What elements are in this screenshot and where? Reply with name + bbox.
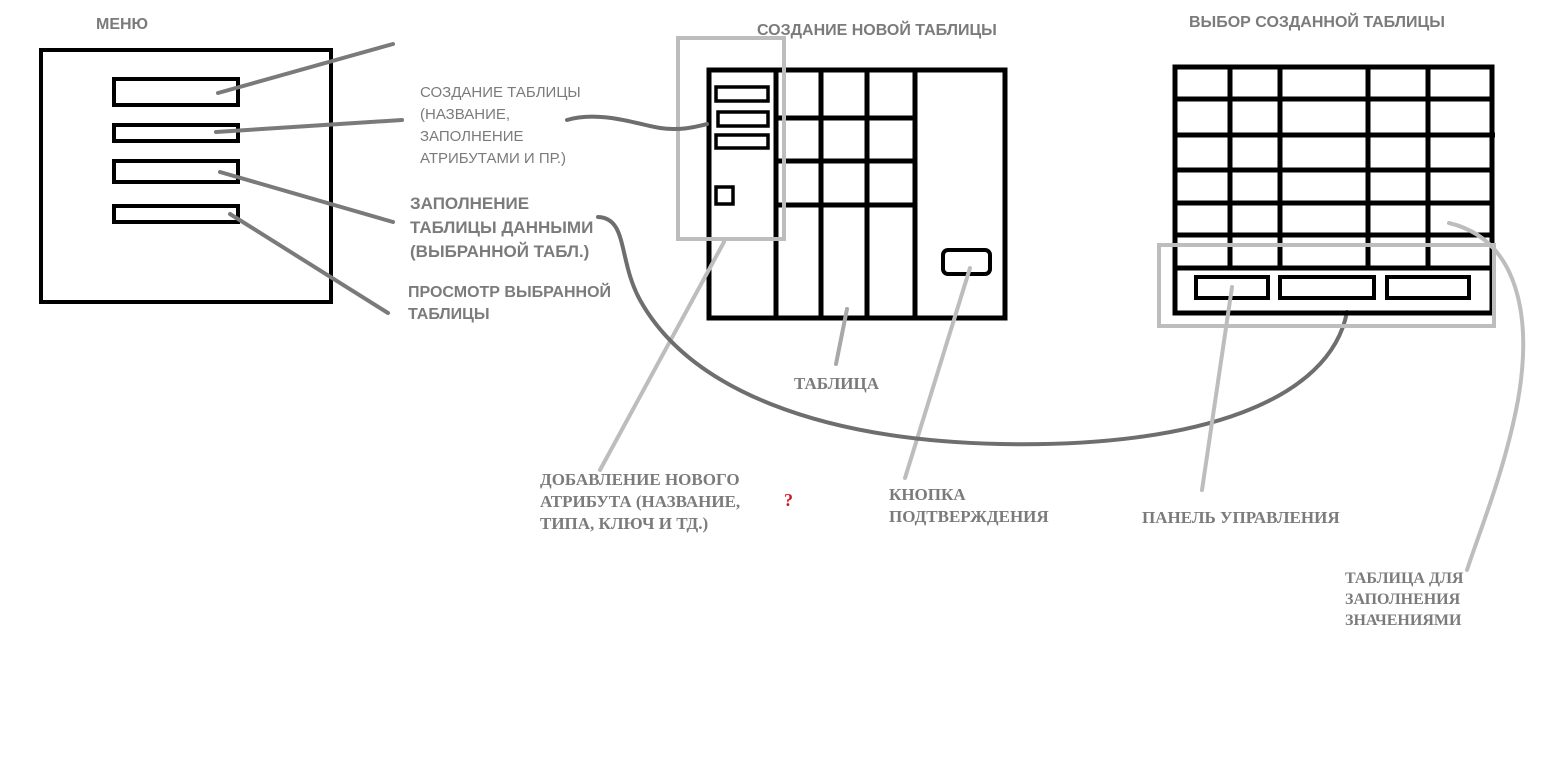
connector-add-attribute	[598, 240, 726, 472]
table-label: ТАБЛИЦА	[794, 374, 879, 393]
confirm-button-label: КНОПКА ПОДТВЕРЖДЕНИЯ	[889, 485, 1049, 526]
create-table-wireframe	[706, 67, 1008, 321]
select-table-wireframe	[1172, 64, 1495, 316]
connector-menu-item-2	[214, 118, 404, 134]
connector-create-table	[565, 114, 709, 132]
panel-button-3	[1385, 275, 1471, 300]
menu-item-4	[112, 204, 240, 224]
connector-control-panel	[1200, 285, 1234, 492]
connector-confirm-button	[903, 266, 972, 480]
panel-button-2	[1278, 275, 1376, 300]
question-mark: ?	[784, 490, 793, 510]
create-table-frame	[706, 67, 1008, 321]
connector-fill-table-arc	[596, 215, 1349, 447]
control-panel-highlight	[1157, 243, 1496, 328]
create-screen-title: СОЗДАНИЕ НОВОЙ ТАБЛИЦЫ	[757, 22, 997, 39]
attribute-field-2	[716, 110, 770, 128]
menu-connectors	[214, 42, 404, 315]
control-panel-label: ПАНЕЛЬ УПРАВЛЕНИЯ	[1142, 508, 1340, 527]
attribute-panel-highlight	[676, 36, 786, 241]
create-screen-connectors	[565, 114, 972, 480]
attribute-checkbox	[714, 185, 735, 206]
select-screen-title: ВЫБОР СОЗДАННОЙ ТАБЛИЦЫ	[1189, 14, 1445, 31]
callout-fill-table: ЗАПОЛНЕНИЕ ТАБЛИЦЫ ДАННЫМИ (ВЫБРАННОЙ ТА…	[410, 194, 594, 261]
connector-menu-item-1	[216, 42, 395, 95]
select-screen-connectors	[1200, 221, 1526, 572]
connector-menu-item-3	[218, 170, 395, 224]
attribute-field-1	[714, 85, 770, 103]
menu-title: МЕНЮ	[96, 16, 149, 33]
connector-table-label	[834, 307, 849, 366]
connector-menu-item-4	[228, 212, 390, 315]
control-panel-buttons	[1194, 275, 1471, 300]
select-table-frame	[1172, 64, 1495, 316]
menu-item-2	[112, 123, 240, 143]
callout-create-table: СОЗДАНИЕ ТАБЛИЦЫ (НАЗВАНИЕ, ЗАПОЛНЕНИЕ А…	[420, 84, 581, 167]
menu-wireframe	[39, 48, 333, 304]
menu-item-1	[112, 77, 240, 107]
attribute-panel-widgets	[714, 85, 770, 206]
attribute-field-3	[714, 133, 770, 150]
fill-values-table-label: ТАБЛИЦА ДЛЯ ЗАПОЛНЕНИЯ ЗНАЧЕНИЯМИ	[1345, 570, 1464, 629]
menu-frame	[39, 48, 333, 304]
menu-item-3	[112, 159, 240, 184]
add-attribute-label: ДОБАВЛЕНИЕ НОВОГО АТРИБУТА (НАЗВАНИЕ, ТИ…	[540, 470, 741, 533]
connector-fill-values-table	[1447, 221, 1526, 572]
callout-view-table: ПРОСМОТР ВЫБРАННОЙ ТАБЛИЦЫ	[408, 284, 612, 323]
confirm-button	[941, 248, 992, 276]
